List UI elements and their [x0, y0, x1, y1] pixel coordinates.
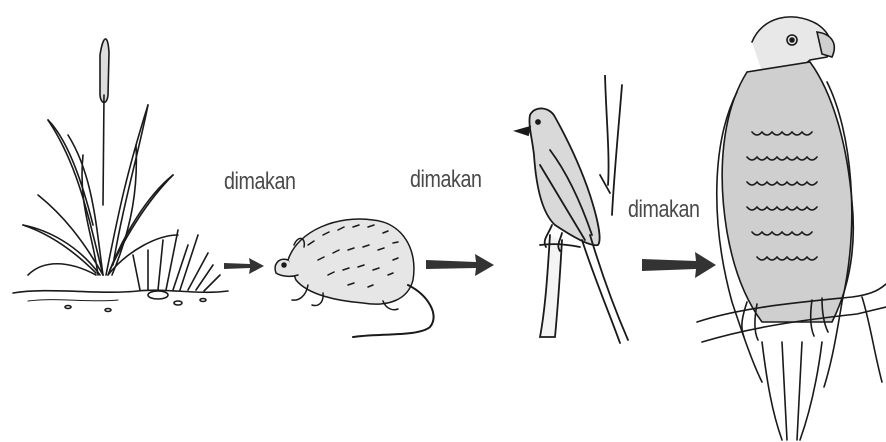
- label-dimakan-2: dimakan: [410, 166, 482, 194]
- arrow-right-icon: [222, 255, 267, 277]
- label-dimakan-1: dimakan: [224, 168, 296, 196]
- grass-plant-icon: [8, 25, 233, 325]
- label-dimakan-3: dimakan: [628, 196, 700, 224]
- hawk-icon: [692, 2, 886, 442]
- songbird-icon: [510, 75, 640, 345]
- rat-icon: [268, 205, 448, 345]
- arrow-right-icon: [424, 252, 496, 278]
